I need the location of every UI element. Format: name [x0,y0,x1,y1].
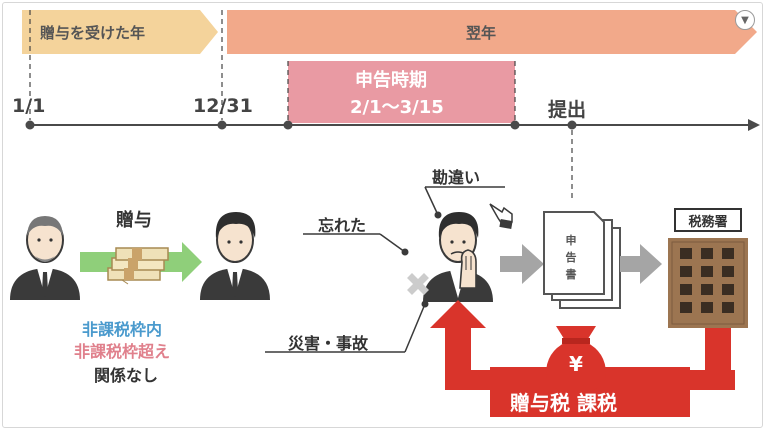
next-year-label: 翌年 [466,24,497,42]
building-window [680,266,692,277]
outcome-within-exemption: 非課税枠内 [82,320,163,339]
document-label-box: 申告書 [562,232,580,283]
gift-year-arrow [22,10,218,54]
money-bundle-icon [107,247,169,285]
year-end-date-label: 12/31 [193,95,253,117]
reason-disaster: 災害・事故 [288,334,369,353]
building-window [701,266,713,277]
filing-period-dates: 2/1〜3/15 [350,97,444,118]
building-window [680,302,692,313]
cross-icon [407,273,429,295]
outcome-exceeds-exemption: 非課税枠超え [74,342,171,361]
document-label: 申告書 [565,234,577,281]
timeline-dot-submission [567,120,577,130]
worried-person-icon [423,212,493,302]
gray-arrow-to-document [500,244,544,284]
collapse-toggle-button[interactable]: ▼ [735,10,755,30]
giver-person-icon [10,216,80,300]
reason-misunderstanding: 勘違い [432,168,481,187]
forgot-connector-diagonal [379,233,406,253]
building-window [722,302,734,313]
penalty-label: 贈与税 課税 [510,391,617,415]
tax-office-label: 税務署 [674,208,742,232]
start-date-label: 1/1 [12,95,46,117]
timeline-dot-year-end [217,120,227,130]
building-window [722,266,734,277]
next-year-arrow [227,10,757,54]
filing-period-box [288,61,515,123]
receiver-person-icon [200,212,270,300]
filing-period-title: 申告時期 [355,70,427,91]
timeline-arrowhead [748,119,760,131]
diagram-frame [2,2,763,428]
gray-arrow-to-office [620,244,662,284]
outcome-not-relevant: 関係なし [94,366,159,385]
document-icon [543,211,621,309]
submission-label: 提出 [548,99,587,121]
currency-symbol: ¥ [569,352,583,376]
building-window [701,248,713,259]
building-window [701,302,713,313]
building-window [722,248,734,259]
money-bag-icon [546,326,606,392]
gift-year-label: 贈与を受けた年 [40,24,146,42]
building-window [722,284,734,295]
pointing-hand-icon [489,203,513,229]
building-window [680,284,692,295]
timeline-dot-filing-start [283,120,293,130]
building-window [680,248,692,259]
reason-forgot: 忘れた [318,216,367,235]
misunderstanding-connector-diagonal [424,186,439,216]
timeline-dot-start [25,120,35,130]
building-window [701,284,713,295]
timeline-dot-filing-end [510,120,520,130]
gift-label: 贈与 [116,210,152,231]
disaster-connector-diagonal [404,303,426,353]
